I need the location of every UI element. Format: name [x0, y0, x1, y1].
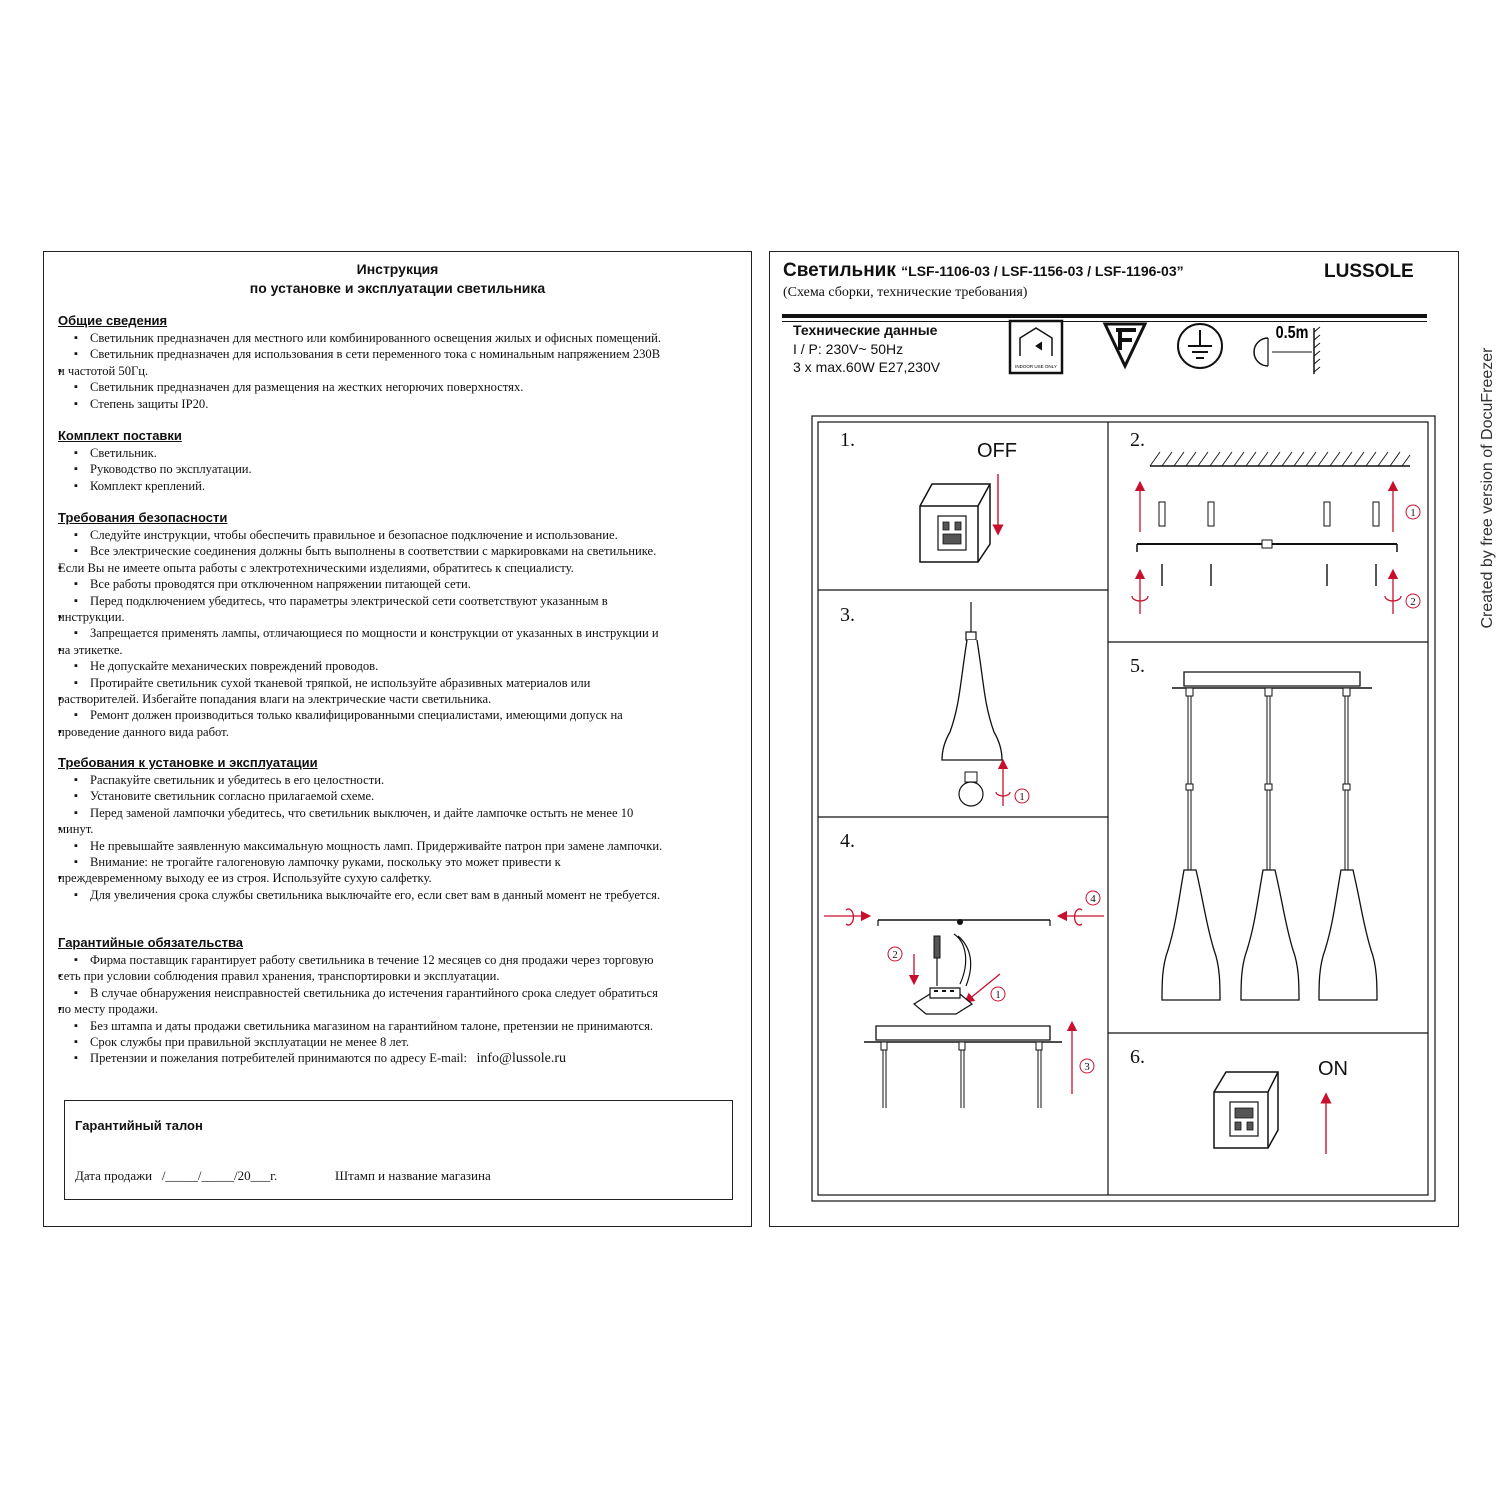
section-title-installation: Требования к установке и эксплуатации: [58, 755, 318, 770]
list-item: Запрещается применять лампы, отличающиес…: [74, 625, 738, 642]
tech-line-power: I / P: 230V~ 50Hz: [793, 341, 904, 357]
list-item: Светильник предназначен для местного или…: [74, 330, 738, 347]
list-item: Следуйте инструкции, чтобы обеспечить пр…: [74, 527, 738, 544]
callout-2b: 2: [892, 949, 898, 961]
list-item: Фирма поставщик гарантирует работу свети…: [74, 952, 738, 969]
step5-assembled-fixture: [1161, 671, 1378, 1001]
list-item-continued: минут.: [58, 821, 738, 838]
stamp-field: Штамп и название магазина: [335, 1168, 491, 1183]
list-item: Руководство по эксплуатации.: [74, 461, 738, 478]
callout-1c: 1: [995, 989, 1001, 1001]
section-list-installation: Распакуйте светильник и убедитесь в его …: [58, 772, 738, 904]
list-item-continued: инструкции.: [58, 609, 738, 626]
warranty-card-title: Гарантийный талон: [75, 1118, 203, 1133]
step-number-2: 2.: [1130, 429, 1145, 451]
list-item-continued: на этикетке.: [58, 642, 738, 659]
warranty-card: Гарантийный талон Дата продажи /_____/__…: [64, 1100, 733, 1200]
header-divider: [782, 314, 1427, 318]
section-list-general: Светильник предназначен для местного или…: [58, 330, 738, 413]
certification-icons: INDOOR USE ONLY 0.5m: [1008, 319, 1321, 375]
list-item-continued: сеть при условии соблюдения правил хране…: [58, 968, 738, 985]
step4-wiring: 4 2 1 3: [824, 890, 1104, 1108]
list-item: Светильник предназначен для использовани…: [74, 346, 738, 363]
list-item: Светильник предназначен для размещения н…: [74, 379, 738, 396]
step-number-1: 1.: [840, 429, 855, 451]
list-item-continued: Если Вы не имеете опыта работы с электро…: [58, 560, 738, 577]
list-item: Не допускайте механических повреждений п…: [74, 658, 738, 675]
callout-1: 1: [1410, 507, 1416, 519]
flammable-surface-icon: [1102, 322, 1148, 370]
callout-2: 2: [1410, 596, 1416, 608]
on-label: ON: [1318, 1058, 1348, 1080]
list-item: Перед заменой лампочки убедитесь, что св…: [74, 805, 738, 822]
distance-label: 0.5m: [1276, 323, 1309, 343]
instruction-panel: Инструкция по установке и эксплуатации с…: [43, 251, 752, 1227]
list-item: Ремонт должен производиться только квали…: [74, 707, 738, 724]
section-title-delivery: Комплект поставки: [58, 428, 182, 443]
instruction-title: Инструкция по установке и эксплуатации с…: [249, 261, 546, 296]
distance-icon: 0.5m: [1253, 323, 1321, 374]
sale-date-field: Дата продажи /_____/_____/20___г.: [75, 1168, 278, 1183]
list-item-continued: по месту продажи.: [58, 1001, 738, 1018]
tech-data-title: Технические данные: [793, 322, 938, 338]
step2-ceiling-mount: 1 2: [1131, 451, 1421, 614]
header-divider-thin: [782, 321, 1427, 322]
list-item: Протирайте светильник сухой тканевой тря…: [74, 675, 738, 692]
diagram-outer-frame: [811, 415, 1436, 1202]
list-item: Все электрические соединения должны быть…: [74, 543, 738, 560]
watermark: Created by free version of DocuFreezer: [1479, 347, 1496, 629]
list-item-continued: преждевременному выходу ее из строя. Исп…: [58, 870, 738, 887]
list-item: В случае обнаружения неисправностей свет…: [74, 985, 738, 1002]
list-item: Срок службы при правильной эксплуатации …: [74, 1034, 738, 1051]
step-number-4: 4.: [840, 830, 855, 852]
product-subtitle: (Схема сборки, технические требования): [783, 285, 1028, 300]
email-link[interactable]: info@lussole.ru: [476, 1051, 567, 1067]
list-item-continued: проведение данного вида работ.: [58, 724, 738, 741]
indoor-use-icon: INDOOR USE ONLY: [1008, 319, 1064, 375]
step-number-3: 3.: [840, 604, 855, 626]
section-list-safety: Следуйте инструкции, чтобы обеспечить пр…: [58, 527, 738, 741]
section-list-delivery: Светильник. Руководство по эксплуатации.…: [74, 445, 738, 495]
list-item-continued: и частотой 50Гц.: [58, 363, 738, 380]
off-label: OFF: [977, 440, 1017, 462]
list-item: Установите светильник согласно прилагаем…: [74, 788, 738, 805]
scheme-panel: Светильник “LSF-1106-03 / LSF-1156-03 / …: [769, 251, 1459, 1227]
product-models: “LSF-1106-03 / LSF-1156-03 / LSF-1196-03…: [901, 263, 1184, 279]
list-item: Не превышайте заявленную максимальную мо…: [74, 838, 738, 855]
list-item: Светильник.: [74, 445, 738, 462]
tech-line-lamps: 3 x max.60W E27,230V: [793, 359, 941, 375]
section-title-warranty: Гарантийные обязательства: [58, 935, 243, 950]
list-item: Перед подключением убедитесь, что параме…: [74, 593, 738, 610]
callout-3: 3: [1084, 1061, 1090, 1073]
list-item-continued: растворителей. Избегайте попадания влаги…: [58, 691, 738, 708]
section-title-general: Общие сведения: [58, 313, 168, 328]
list-item: Распакуйте светильник и убедитесь в его …: [74, 772, 738, 789]
section-title-safety: Требования безопасности: [58, 510, 228, 525]
list-item: Комплект креплений.: [74, 478, 738, 495]
callout-4: 4: [1090, 893, 1096, 905]
list-item: Без штампа и даты продажи светильника ма…: [74, 1018, 738, 1035]
step-number-5: 5.: [1130, 655, 1145, 677]
product-title: Светильник “LSF-1106-03 / LSF-1156-03 / …: [783, 260, 1184, 281]
brand-name: LUSSOLE: [1324, 261, 1414, 282]
step6-switch-on: [1213, 1071, 1332, 1154]
step1-switch-off: [919, 474, 1004, 563]
list-item: Претензии и пожелания потребителей прини…: [74, 1050, 738, 1067]
ground-icon: [1177, 323, 1223, 369]
diagram-inner-frame: [817, 421, 1429, 1196]
list-item: Для увеличения срока службы светильника …: [74, 887, 738, 904]
assembly-diagram: 1 2 1: [811, 415, 1436, 1202]
indoor-use-label: INDOOR USE ONLY: [1015, 364, 1057, 369]
callout-1b: 1: [1019, 791, 1025, 803]
list-item: Степень защиты IP20.: [74, 396, 738, 413]
step3-insert-lamp: 1: [941, 602, 1030, 807]
list-item: Все работы проводятся при отключенном на…: [74, 576, 738, 593]
step-number-6: 6.: [1130, 1046, 1145, 1068]
section-list-warranty: Фирма поставщик гарантирует работу свети…: [58, 952, 738, 1068]
list-item: Внимание: не трогайте галогеновую лампоч…: [74, 854, 738, 871]
